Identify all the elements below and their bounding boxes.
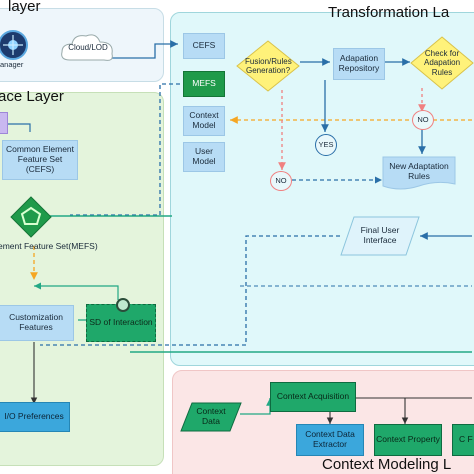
cloud-lod-node: Cloud/LOD [58,30,118,66]
new-rules-box: New Adaptation Rules [382,156,456,192]
manager-icon [0,30,28,60]
mefs-label: ement Feature Set(MEFS) [0,241,98,251]
context-property-box: Context Property [374,424,442,456]
no-node-left: NO [270,171,292,191]
manager-label: anager [0,60,24,69]
check-adaptation-decision: Check for Adapation Rules [410,36,474,90]
data-layer-title: layer [8,0,41,15]
io-preferences-box: I/O Preferences [0,402,70,432]
cloud-lod-label: Cloud/LOD [68,43,108,53]
context-data-node: Context Data [180,402,242,432]
context-data-label: Context Data [196,406,226,426]
final-ui-label: Final User Interface [360,225,400,245]
context-model-box: Context Model [183,106,225,136]
fusion-rules-label: Fusion/Rules Generation? [245,56,292,75]
context-acquisition-box: Context Acquisition [270,382,356,412]
context-modeling-layer-title: Context Modeling L [322,456,452,473]
gear-icon [116,298,130,312]
no-node-right: NO [412,110,434,130]
fusion-rules-decision: Fusion/Rules Generation? [236,40,300,92]
new-rules-label: New Adaptation Rules [389,161,449,181]
interface-layer-title: ace Layer [0,88,64,105]
customization-box: Customization Features [0,305,74,341]
user-model-box: User Model [183,142,225,172]
cefs-box: CEFS [183,33,225,59]
mefs-box: MEFS [183,71,225,97]
mefs-diamond [10,196,52,238]
check-adaptation-label: Check for Adapation Rules [423,49,461,77]
yes-node: YES [315,134,337,156]
common-cefs-box: Common Element Feature Set (CEFS) [2,140,78,180]
context-c-box: C F [452,424,474,456]
adaptation-repository-box: Adapation Repository [333,48,385,80]
context-extractor-box: Context Data Extractor [296,424,364,456]
final-ui-node: Final User Interface [340,216,420,256]
cefs-marker [0,112,8,134]
transformation-layer-title: Transformation La [328,4,450,21]
